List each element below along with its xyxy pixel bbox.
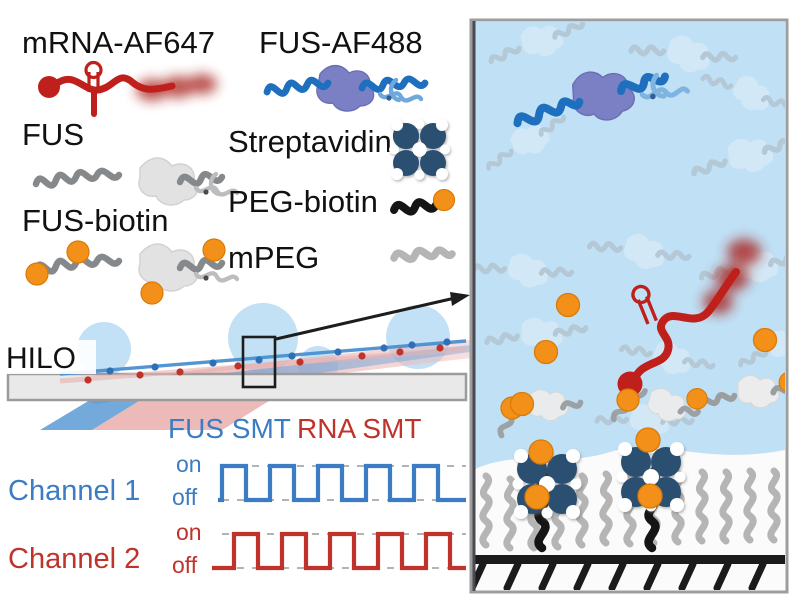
zoom-box xyxy=(241,335,277,389)
surface-zoom-panel xyxy=(469,18,789,594)
mpeg-icon xyxy=(390,246,456,264)
glass-surface xyxy=(473,555,785,564)
streptavidin-icon xyxy=(389,119,450,180)
smt-label-fus: FUS SMT xyxy=(168,413,291,444)
legend-label-mpeg: mPEG xyxy=(228,240,319,275)
legend-label-fus-af488: FUS-AF488 xyxy=(259,25,423,60)
channel-1-off-label: off xyxy=(172,484,198,510)
hilo-label-bg xyxy=(4,340,96,374)
hilo-illumination-diagram: HILO xyxy=(4,292,470,430)
hilo-label: HILO xyxy=(6,342,76,375)
fus-blue-icon xyxy=(263,64,429,112)
labeled-mrna-af647 xyxy=(617,239,761,397)
channel-2-waveform xyxy=(212,531,466,571)
channel-1-waveform xyxy=(218,463,466,503)
free-fus-biotin xyxy=(686,371,785,410)
legend-label-fus: FUS xyxy=(22,117,84,152)
zoom-arrow xyxy=(275,292,470,341)
channel-2-label: Channel 2 xyxy=(8,543,140,575)
legend-label-fus-biotin: FUS-biotin xyxy=(22,203,168,238)
channel-2-off-label: off xyxy=(172,552,198,578)
tethered-assembly xyxy=(611,387,701,553)
smt-label-rna: RNA SMT xyxy=(297,413,421,444)
channel-2-on-label: on xyxy=(176,519,202,545)
biotin-dot xyxy=(25,238,226,305)
molecule-legend: mRNA-AF647 FUS xyxy=(22,25,456,305)
fus-gray-icon xyxy=(32,157,240,206)
channel-1-on-label: on xyxy=(176,451,202,477)
channel-1-label: Channel 1 xyxy=(8,475,140,507)
labeled-fus-af488 xyxy=(513,71,691,128)
single-molecule-dots xyxy=(84,338,451,384)
mrna-hairpin-icon xyxy=(38,60,217,117)
legend-label-streptavidin: Streptavidin xyxy=(228,124,392,159)
biotin-dot xyxy=(509,292,778,417)
legend-label-peg-biotin: PEG-biotin xyxy=(228,184,378,219)
peg-biotin-icon xyxy=(390,188,456,216)
coverslip xyxy=(6,372,468,402)
legend-label-mrna-af647: mRNA-AF647 xyxy=(22,25,215,60)
tethered-assembly xyxy=(497,389,584,553)
alternating-excitation-timing: FUS SMT RNA SMT Channel 1 on off Channel… xyxy=(8,413,466,578)
fus-biotin-icon xyxy=(25,238,240,305)
